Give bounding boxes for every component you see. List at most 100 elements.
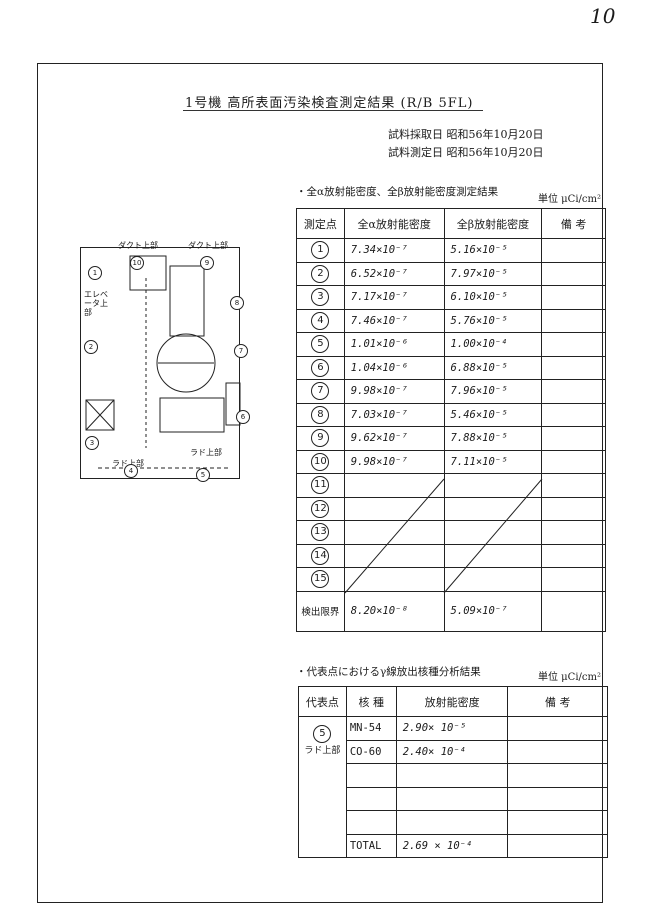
- alpha-value: 7.17×10⁻⁷: [343, 285, 445, 310]
- map-label-top-right: ダクト上部: [188, 241, 228, 250]
- measurement-point: 1: [296, 238, 345, 263]
- table-row: 14: [296, 543, 606, 568]
- remarks-cell: [541, 238, 606, 263]
- measurement-date: 試料測定日 昭和56年10月20日: [388, 146, 544, 159]
- table-row: 12: [296, 496, 606, 521]
- gamma-header-point: 代表点: [298, 686, 347, 717]
- map-point-marker: 2: [84, 340, 98, 354]
- map-pool: [159, 397, 225, 433]
- measurement-point: 7: [296, 379, 345, 404]
- beta-value: 5.46×10⁻⁵: [443, 402, 543, 427]
- beta-value: 6.10×10⁻⁵: [443, 285, 543, 310]
- point-number: 12: [311, 499, 330, 518]
- gamma-header-value: 放射能密度: [395, 686, 509, 717]
- detection-limit-label: 検出限界: [296, 590, 345, 632]
- detection-limit-beta: 5.09×10⁻⁷: [443, 590, 543, 632]
- measurement-point: 11: [296, 473, 345, 498]
- measurement-point: 2: [296, 261, 345, 286]
- nuclide: [345, 763, 397, 788]
- section2-unit: 単位 μCi/cm²: [538, 672, 601, 683]
- measurement-point: 5: [296, 332, 345, 357]
- map-point-marker: 1: [88, 266, 102, 280]
- map-room-top: [129, 255, 167, 291]
- remarks-cell: [541, 308, 606, 333]
- gamma-value: 2.40× 10⁻⁴: [395, 739, 509, 764]
- gamma-remarks: [507, 739, 608, 764]
- measurement-point: 10: [296, 449, 345, 474]
- header-beta: 全β放射能密度: [443, 208, 543, 239]
- map-point-marker: 8: [230, 296, 244, 310]
- point-number: 14: [311, 546, 330, 565]
- gamma-value: 2.69 × 10⁻⁴: [395, 833, 509, 858]
- header-point: 測定点: [296, 208, 345, 239]
- point-number: 10: [311, 452, 330, 471]
- map-reactor-well: [156, 333, 216, 393]
- detection-limit-remarks: [541, 590, 606, 632]
- gamma-value: [395, 786, 509, 811]
- remarks-cell: [541, 355, 606, 380]
- beta-value: 5.76×10⁻⁵: [443, 308, 543, 333]
- map-equipment: [225, 382, 241, 426]
- alpha-value: 7.34×10⁻⁷: [343, 238, 445, 263]
- remarks-cell: [541, 379, 606, 404]
- beta-value: 5.16×10⁻⁵: [443, 238, 543, 263]
- title-underline: [183, 110, 483, 111]
- header-alpha: 全α放射能密度: [343, 208, 445, 239]
- measurement-point: 12: [296, 496, 345, 521]
- map-point-marker: 10: [130, 256, 144, 270]
- remarks-cell: [541, 543, 606, 568]
- map-point-marker: 6: [236, 410, 250, 424]
- remarks-cell: [541, 332, 606, 357]
- nuclide: [345, 810, 397, 835]
- alpha-value: 9.98×10⁻⁷: [343, 449, 445, 474]
- point-number: 1: [311, 241, 330, 260]
- point-number: 8: [311, 405, 330, 424]
- table-row: [299, 786, 608, 811]
- map-hatch-x2: [85, 399, 115, 431]
- map-point-marker: 7: [234, 344, 248, 358]
- table-row: [299, 810, 608, 835]
- nuclide: CO-60: [345, 739, 397, 764]
- measurement-point: 14: [296, 543, 345, 568]
- strike-line-alpha: [344, 478, 445, 594]
- alpha-value: [343, 473, 445, 498]
- gamma-remarks: [507, 786, 608, 811]
- beta-value: [443, 473, 543, 498]
- gamma-remarks: [507, 763, 608, 788]
- point-number: 3: [311, 288, 330, 307]
- point-number: 15: [311, 570, 330, 589]
- point-number: 6: [311, 358, 330, 377]
- beta-value: 7.97×10⁻⁵: [443, 261, 543, 286]
- point-number: 9: [311, 429, 330, 448]
- alpha-value: 6.52×10⁻⁷: [343, 261, 445, 286]
- table-row: 15: [296, 567, 606, 592]
- map-label-bottom-right: ラド上部: [190, 448, 222, 457]
- alpha-value: 7.46×10⁻⁷: [343, 308, 445, 333]
- map-label-elevator: エレベータ上部: [84, 290, 108, 317]
- beta-value: 7.96×10⁻⁵: [443, 379, 543, 404]
- point-number: 11: [311, 476, 330, 495]
- gamma-value: [395, 763, 509, 788]
- map-point-marker: 5: [196, 468, 210, 482]
- point-number: 4: [311, 311, 330, 330]
- rep-point-label: ラド上部: [304, 746, 341, 756]
- map-point-marker: 3: [85, 436, 99, 450]
- point-number: 13: [311, 523, 330, 542]
- detection-limit-row: 検出限界 8.20×10⁻⁸ 5.09×10⁻⁷: [296, 590, 606, 632]
- remarks-cell: [541, 449, 606, 474]
- table-header-row: 測定点 全α放射能密度 全β放射能密度 備 考: [296, 208, 606, 239]
- page-title: 1号機 高所表面汚染検査測定結果 (R/B 5FL): [185, 96, 474, 111]
- point-number: 2: [311, 264, 330, 283]
- floor-map: [80, 247, 240, 479]
